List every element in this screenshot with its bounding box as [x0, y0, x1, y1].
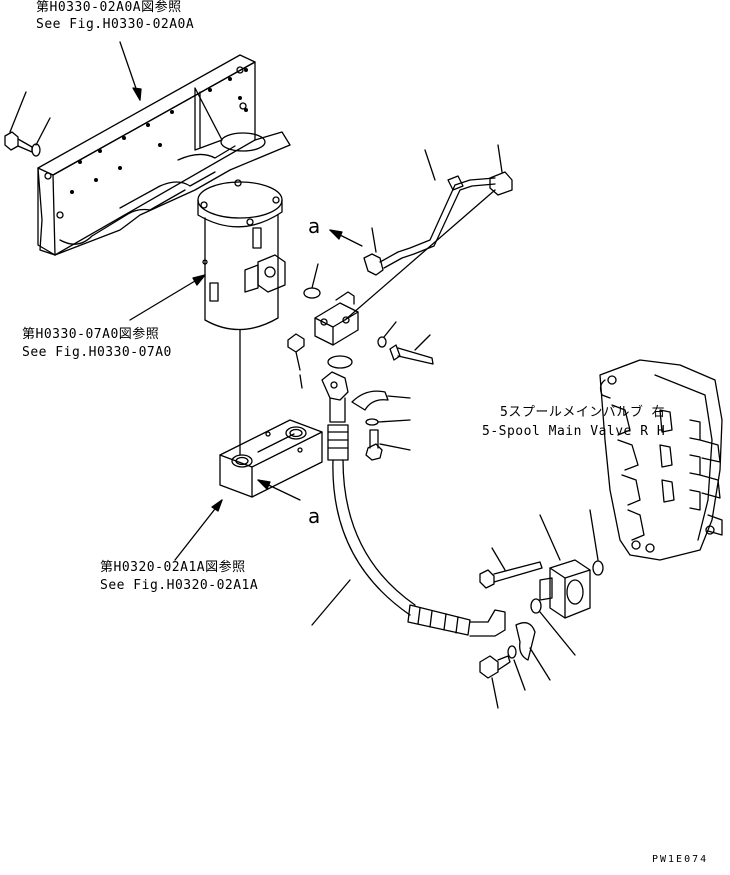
- washer-lower: [508, 646, 525, 690]
- arrow-a-upper: [330, 230, 362, 246]
- main-control-valve: [600, 360, 722, 560]
- flange-block: [540, 515, 590, 618]
- pipe-assembly: [345, 145, 512, 320]
- callout-a-lower: a: [308, 504, 321, 528]
- o-ring-mid: [328, 356, 352, 368]
- flange-bolt: [480, 548, 542, 588]
- bolt-upper-left: [5, 92, 32, 152]
- callout-a-upper: a: [308, 214, 321, 238]
- block-ref-en: See Fig.H0320-02A1A: [100, 578, 259, 593]
- long-bolt: [390, 335, 433, 364]
- clamp-lower: [516, 623, 550, 680]
- washer-mid: [378, 322, 396, 347]
- frame-ref-jp: 第H0330-02A0A図参照: [36, 0, 182, 15]
- hydraulic-hose: [312, 372, 505, 636]
- screw-small: [288, 334, 304, 388]
- control-valve-block: [315, 292, 358, 345]
- drawing-code: PW1E074: [652, 854, 709, 865]
- o-ring-flange: [531, 599, 575, 655]
- filter-ref-jp: 第H0330-07A0図参照: [22, 327, 160, 342]
- bolt-upper: [366, 430, 410, 460]
- valve-ref-en: 5-Spool Main Valve R H: [482, 424, 666, 439]
- o-ring-valve: [590, 510, 603, 575]
- filter-canister: [198, 180, 285, 455]
- frame-bracket: [38, 55, 290, 255]
- clamp-upper: [352, 391, 410, 410]
- leader-block: [175, 500, 222, 560]
- valve-ref-jp: 5スプールメインバルブ 右: [500, 405, 666, 420]
- washer-upper-left: [32, 118, 50, 156]
- bolt-lower: [480, 656, 510, 708]
- washer-upper: [366, 419, 410, 425]
- o-ring-small: [304, 264, 320, 298]
- leader-filter: [130, 275, 205, 320]
- distribution-block: [220, 420, 322, 497]
- block-ref-jp: 第H0320-02A1A図参照: [100, 560, 246, 575]
- frame-ref-en: See Fig.H0330-02A0A: [36, 17, 195, 32]
- filter-ref-en: See Fig.H0330-07A0: [22, 345, 172, 360]
- arrow-a-lower: [258, 480, 300, 500]
